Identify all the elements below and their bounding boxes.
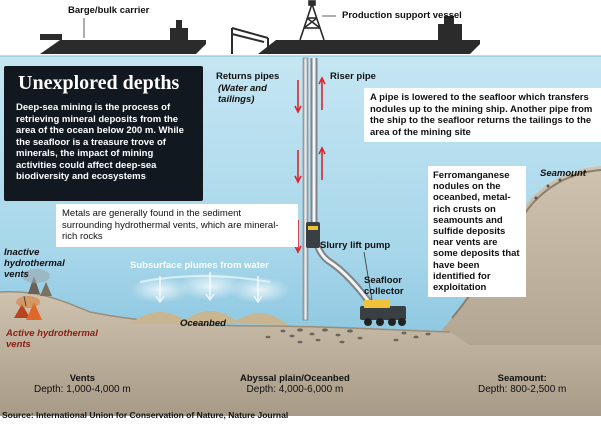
zone-seamount-depth: Depth: 800-2,500 m	[478, 384, 567, 395]
returns-pipe	[302, 57, 309, 321]
metals-callout: Metals are generally found in the sedime…	[56, 204, 298, 247]
seafloor-collector	[360, 300, 406, 326]
zone-seamount: Seamount: Depth: 800-2,500 m	[478, 373, 566, 395]
collector-label: Seafloor collector	[364, 275, 404, 297]
zone-abyssal-depth: Depth: 4,000-6,000 m	[246, 384, 344, 395]
seabed-surface	[0, 291, 451, 333]
zone-vents-name: Vents	[69, 373, 96, 384]
title-panel: Unexplored depths Deep-sea mining is the…	[4, 66, 203, 201]
plumes-label: Subsurface plumes from water	[130, 260, 269, 271]
nodule-field	[265, 328, 431, 344]
returns-pipe-sublabel: (Water and tailings)	[218, 83, 267, 105]
zone-abyssal-name: Abyssal plain/Oceanbed	[240, 373, 350, 384]
zone-seamount-name: Seamount:	[497, 373, 547, 384]
flow-arrows	[294, 76, 326, 254]
seamount-label: Seamount	[540, 168, 586, 179]
oceanbed-label: Oceanbed	[180, 318, 226, 329]
active-vents-label: Active hydrothermal vents	[6, 328, 98, 350]
derrick	[299, 0, 325, 41]
ferro-callout: Ferromanganese nodules on the oceanbed, …	[428, 166, 526, 298]
leader-lines	[23, 15, 373, 307]
active-vents	[14, 296, 42, 320]
pipe-callout: A pipe is lowered to the seafloor which …	[364, 88, 601, 142]
source-note: Source: International Union for Conserva…	[2, 410, 289, 420]
inactive-vents	[22, 269, 52, 296]
crane	[231, 27, 269, 54]
production-vessel	[258, 16, 480, 54]
riser-pipe-label: Riser pipe	[330, 71, 376, 82]
barge-label: Barge/bulk carrier	[68, 5, 150, 16]
intro-text: Deep-sea mining is the process of retrie…	[16, 102, 184, 182]
sediment-mounds	[130, 311, 288, 325]
page-title: Unexplored depths	[18, 72, 180, 94]
returns-pipe-label: Returns pipes	[216, 71, 280, 82]
crust-specks	[534, 170, 587, 200]
zone-abyssal: Abyssal plain/Oceanbed Depth: 4,000-6,00…	[240, 373, 350, 395]
vessel-label: Production support vessel	[342, 10, 462, 21]
zone-vents: Vents Depth: 1,000-4,000 m	[34, 373, 131, 395]
barge	[40, 20, 206, 54]
slurry-pump	[306, 222, 320, 248]
zone-vents-depth: Depth: 1,000-4,000 m	[34, 384, 131, 395]
inactive-vents-label: Inactive hydrothermal vents	[4, 247, 65, 280]
slurry-pump-label: Slurry lift pump	[320, 240, 391, 251]
plume-arrows	[155, 272, 263, 304]
